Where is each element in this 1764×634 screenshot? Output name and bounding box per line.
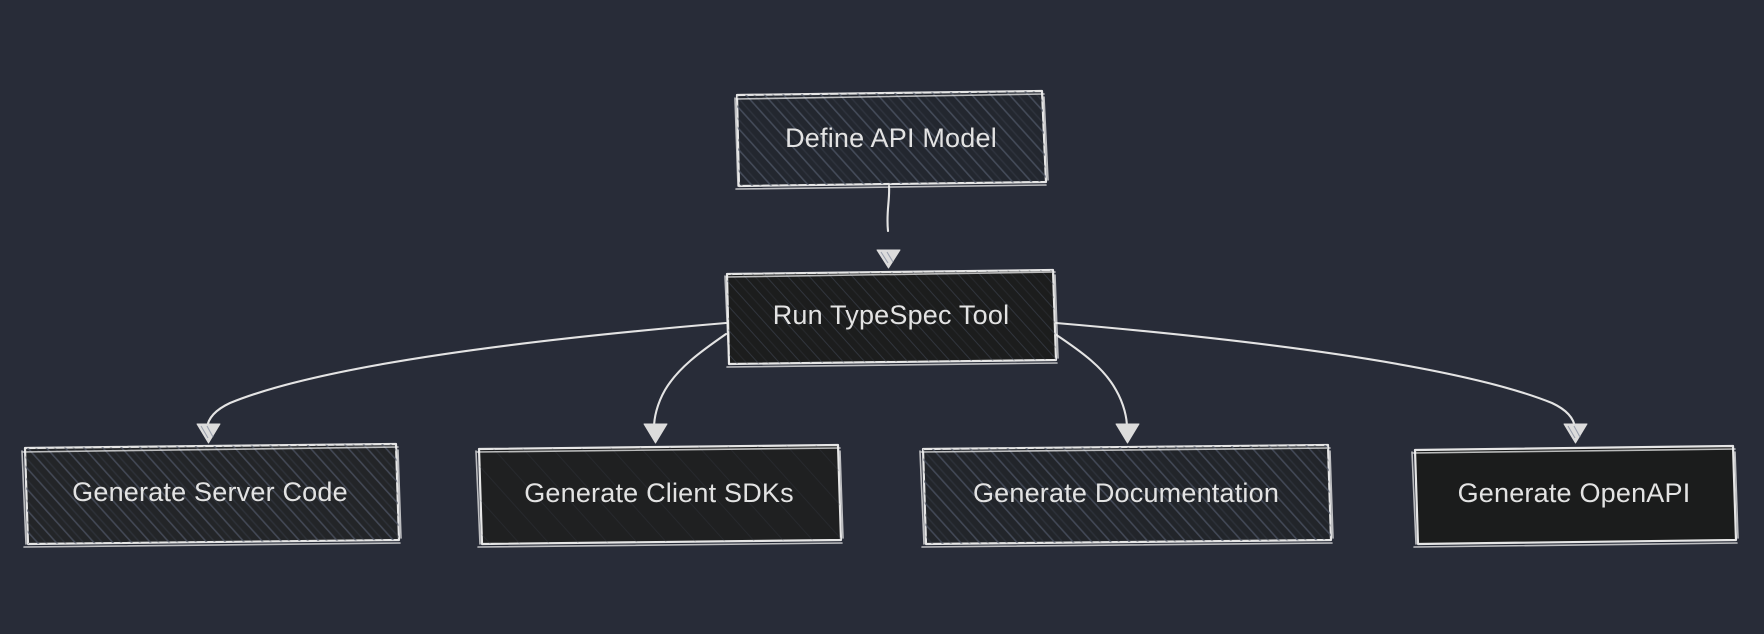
node-label: Generate Documentation — [973, 478, 1279, 508]
edge-run-to-client — [643, 332, 728, 444]
node-sketch-outline — [475, 447, 844, 548]
node-label: Generate Server Code — [72, 477, 348, 507]
arrowhead-sketch-lines — [200, 425, 214, 439]
node-label: Define API Model — [785, 123, 997, 153]
node-label: Run TypeSpec Tool — [773, 300, 1010, 330]
node-hatch-fill — [479, 445, 841, 544]
arrowhead-icon — [1563, 423, 1588, 444]
arrowhead-icon — [1115, 423, 1140, 444]
node-sketch-outline — [1411, 448, 1739, 548]
edge-run-to-server — [196, 321, 728, 444]
node-run-typespec-tool[interactable]: Run TypeSpec Tool — [724, 268, 1059, 368]
node-layer: Define API Model Run TypeSpec Tool Gener… — [21, 89, 1739, 548]
node-label: Generate Client SDKs — [524, 478, 794, 508]
node-hatch-fill — [25, 444, 399, 544]
node-generate-openapi[interactable]: Generate OpenAPI — [1411, 444, 1739, 548]
edge-layer — [196, 184, 1588, 444]
node-body — [1413, 444, 1738, 546]
node-label: Generate OpenAPI — [1458, 478, 1691, 508]
node-hatch-fill — [923, 445, 1331, 544]
node-define-api-model[interactable]: Define API Model — [734, 89, 1049, 190]
node-hatch-fill — [727, 270, 1056, 364]
edge-line — [1054, 321, 1577, 430]
node-sketch-outline — [919, 447, 1334, 548]
node-sketch-outline — [734, 93, 1049, 190]
edge-run-to-openapi — [1054, 321, 1588, 444]
edge-line — [886, 184, 891, 233]
arrowhead-icon — [643, 423, 668, 444]
node-generate-documentation[interactable]: Generate Documentation — [919, 443, 1334, 548]
edge-line — [205, 321, 728, 430]
edge-line — [1053, 332, 1129, 430]
arrowhead-sketch-lines — [880, 251, 894, 264]
edge-line — [652, 332, 728, 430]
edge-run-to-docs — [1053, 332, 1140, 444]
node-sketch-outline — [21, 446, 402, 548]
arrowhead-icon — [196, 423, 221, 444]
node-hatch-fill — [737, 91, 1046, 186]
edge-define-to-run — [876, 184, 901, 269]
node-generate-server-code[interactable]: Generate Server Code — [21, 442, 402, 548]
arrowhead-sketch-lines — [1567, 425, 1581, 439]
node-sketch-outline — [724, 271, 1059, 368]
node-generate-client-sdks[interactable]: Generate Client SDKs — [475, 443, 844, 548]
arrowhead-icon — [876, 249, 901, 269]
